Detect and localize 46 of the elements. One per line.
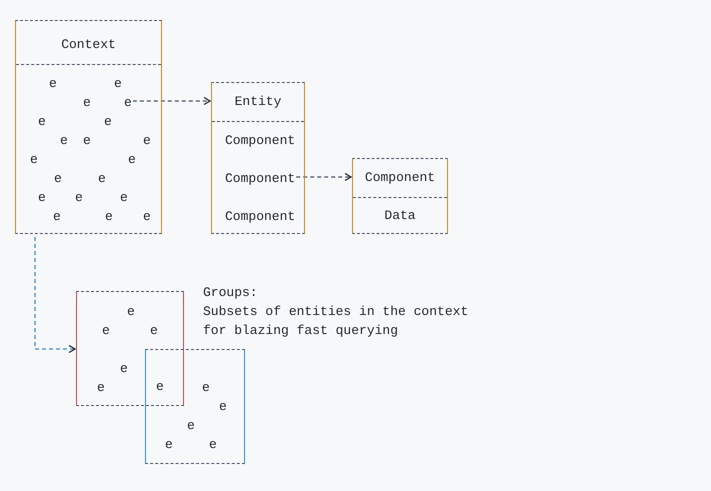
component-box xyxy=(211,82,305,234)
component-box xyxy=(352,158,448,234)
box-heading: Component xyxy=(364,169,436,187)
entity-label: e xyxy=(187,416,195,434)
entity-label: e xyxy=(156,376,164,396)
entity-label: e xyxy=(83,92,91,112)
entity-label: e xyxy=(143,206,151,226)
group-box xyxy=(145,349,245,464)
box-heading: Context xyxy=(60,36,117,54)
entity-label: e xyxy=(60,130,68,150)
note-heading: Groups: xyxy=(203,284,259,302)
entity-label: e xyxy=(97,378,105,396)
entity-label: e xyxy=(143,130,151,150)
entity-label: e xyxy=(75,188,83,206)
arrow xyxy=(34,237,76,354)
arrow xyxy=(296,172,352,182)
entity-label: e xyxy=(165,434,173,454)
entity-label: e xyxy=(128,150,136,168)
entity-label: e xyxy=(38,112,46,130)
note-text: Subsets of entities in the context for blazing fast querying xyxy=(203,303,470,340)
entity-label: e xyxy=(124,92,132,112)
entity-label: e xyxy=(102,320,110,340)
entity-label: e xyxy=(120,188,128,206)
entity-label: e xyxy=(114,74,122,92)
box-heading: Entity xyxy=(234,93,282,111)
entity-label: e xyxy=(49,74,57,92)
entity-label: e xyxy=(150,320,158,340)
component-box xyxy=(15,20,162,234)
entity-label: e xyxy=(30,150,38,168)
box-text: Data xyxy=(383,207,417,225)
entity-label: e xyxy=(98,168,106,188)
entity-label: e xyxy=(83,130,91,150)
component-label: Component xyxy=(225,206,296,226)
entity-label: e xyxy=(38,188,46,206)
entity-label: e xyxy=(120,358,128,378)
entity-label: e xyxy=(105,206,113,226)
entity-label: e xyxy=(219,396,227,416)
entity-label: e xyxy=(209,434,217,454)
entity-label: e xyxy=(53,206,61,226)
entity-label: e xyxy=(202,378,210,396)
entity-label: e xyxy=(127,302,135,320)
entity-label: e xyxy=(54,168,62,188)
entity-label: e xyxy=(104,112,112,130)
component-label: Component xyxy=(225,168,296,188)
component-label: Component xyxy=(225,130,296,150)
arrow xyxy=(132,96,211,106)
